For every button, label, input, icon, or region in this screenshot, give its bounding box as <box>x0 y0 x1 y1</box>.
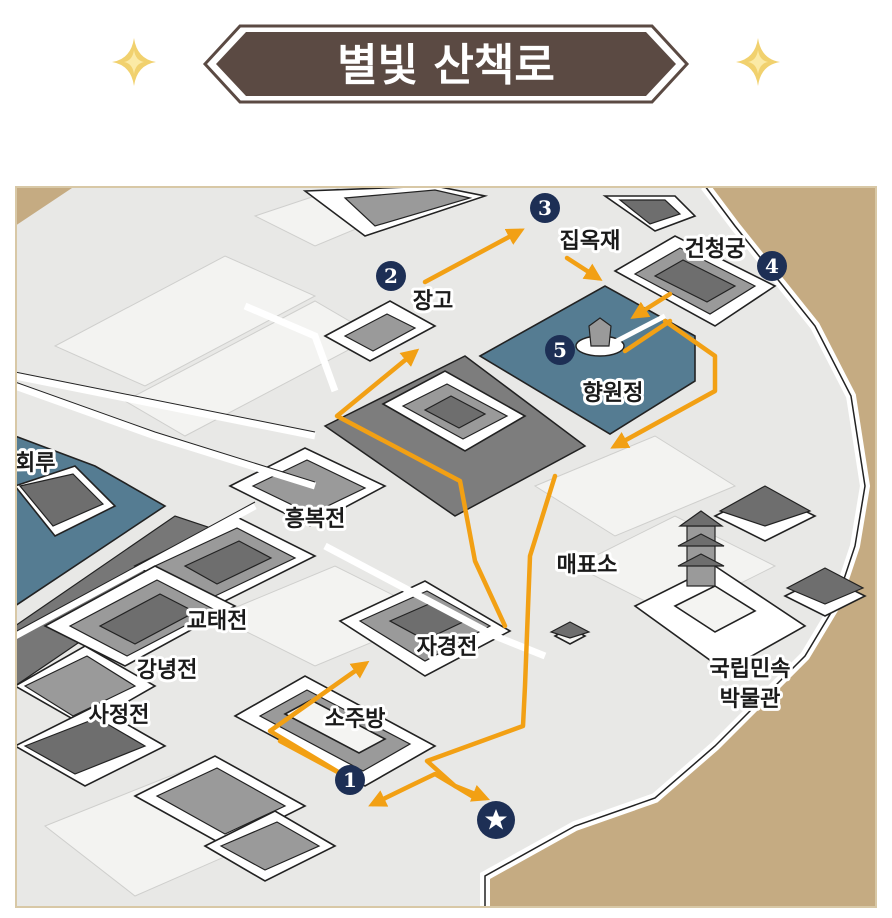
svg-text:박물관: 박물관 <box>720 687 781 712</box>
hyangwonjeong-pond <box>478 285 696 435</box>
start-star-icon[interactable] <box>477 801 515 839</box>
label-gyotaejeon: 교태전 <box>187 609 248 634</box>
outer-ground <box>485 186 877 908</box>
jipokjae-compound <box>302 186 697 237</box>
banner-plate <box>202 24 690 104</box>
route-point-4[interactable]: 4 <box>757 251 787 281</box>
svg-text:1: 1 <box>343 768 357 792</box>
label-jagyeongjeon: 자경전 <box>417 635 478 660</box>
label-hyangwonjeong: 향원정 <box>583 381 644 406</box>
svg-text:강녕전: 강녕전 <box>137 658 198 683</box>
svg-text:자경전: 자경전 <box>417 635 478 660</box>
route-point-2[interactable]: 2 <box>376 261 406 291</box>
route-point-5[interactable]: 5 <box>545 335 575 365</box>
label-heungbokjeon: 흥복전 <box>285 507 346 532</box>
gangnyeongjeon-compound <box>15 565 237 727</box>
svg-text:4: 4 <box>765 254 779 278</box>
label-sajeongjeon: 사정전 <box>89 703 150 728</box>
sparkle-icon-left <box>112 38 156 86</box>
label-museum-line1: 국립민속 <box>710 657 791 682</box>
svg-text:흥복전: 흥복전 <box>285 507 346 532</box>
jagyeongjeon-compound <box>338 580 512 677</box>
svg-text:향원정: 향원정 <box>583 381 644 406</box>
palace-map: 1 2 3 4 5 집옥재 집옥재 건청궁 건청 <box>15 186 877 908</box>
title-banner: 별빛 산책로 <box>112 24 780 104</box>
label-maepyoso: 매표소 <box>557 553 618 578</box>
museum-compound <box>633 485 867 672</box>
gyeonghoeru-building <box>15 465 117 538</box>
ticket-kiosk <box>549 621 591 645</box>
central-compound <box>381 370 527 452</box>
inner-walls <box>15 302 547 660</box>
label-janggo: 장고 <box>413 289 453 314</box>
geoncheonggung-compound <box>613 235 777 327</box>
walking-route <box>267 228 718 807</box>
svg-text:5: 5 <box>553 338 567 362</box>
svg-text:집옥재: 집옥재 <box>560 229 621 254</box>
hyangwonjeong-pavilion-icon <box>575 317 625 357</box>
label-geoncheonggung: 건청궁 <box>685 237 746 262</box>
label-museum-line2: 박물관 <box>720 687 781 712</box>
svg-text:소주방: 소주방 <box>325 707 386 732</box>
route-point-1[interactable]: 1 <box>335 765 365 795</box>
svg-text:3: 3 <box>538 196 552 220</box>
svg-text:교태전: 교태전 <box>187 609 248 634</box>
bottom-left-compound <box>15 705 337 882</box>
page-title: 별빛 산책로 <box>337 40 555 91</box>
map-frame <box>15 186 877 908</box>
janggo-compound <box>323 300 437 362</box>
route-point-3[interactable]: 3 <box>530 193 560 223</box>
sparkle-icon-right <box>736 38 780 86</box>
label-jipokjae: 집옥재 <box>560 229 621 254</box>
svg-text:회루: 회루 <box>15 451 55 476</box>
svg-text:건청궁: 건청궁 <box>685 237 746 262</box>
label-gangnyeongjeon: 강녕전 <box>137 658 198 683</box>
label-gyeonghoeru: 회루 <box>15 451 55 476</box>
outer-ground-left <box>15 186 75 226</box>
chwihyanggyo-bridge <box>613 313 667 345</box>
map-labels: 집옥재 집옥재 건청궁 건청궁 장고 장고 향원정 향원정 회루 회루 흥복전 … <box>15 226 793 735</box>
svg-text:사정전: 사정전 <box>89 703 150 728</box>
svg-text:2: 2 <box>384 264 398 288</box>
svg-text:장고: 장고 <box>413 289 453 314</box>
label-sojubang: 소주방 <box>325 707 386 732</box>
svg-text:국립민속: 국립민속 <box>710 657 791 682</box>
svg-text:매표소: 매표소 <box>557 553 618 578</box>
